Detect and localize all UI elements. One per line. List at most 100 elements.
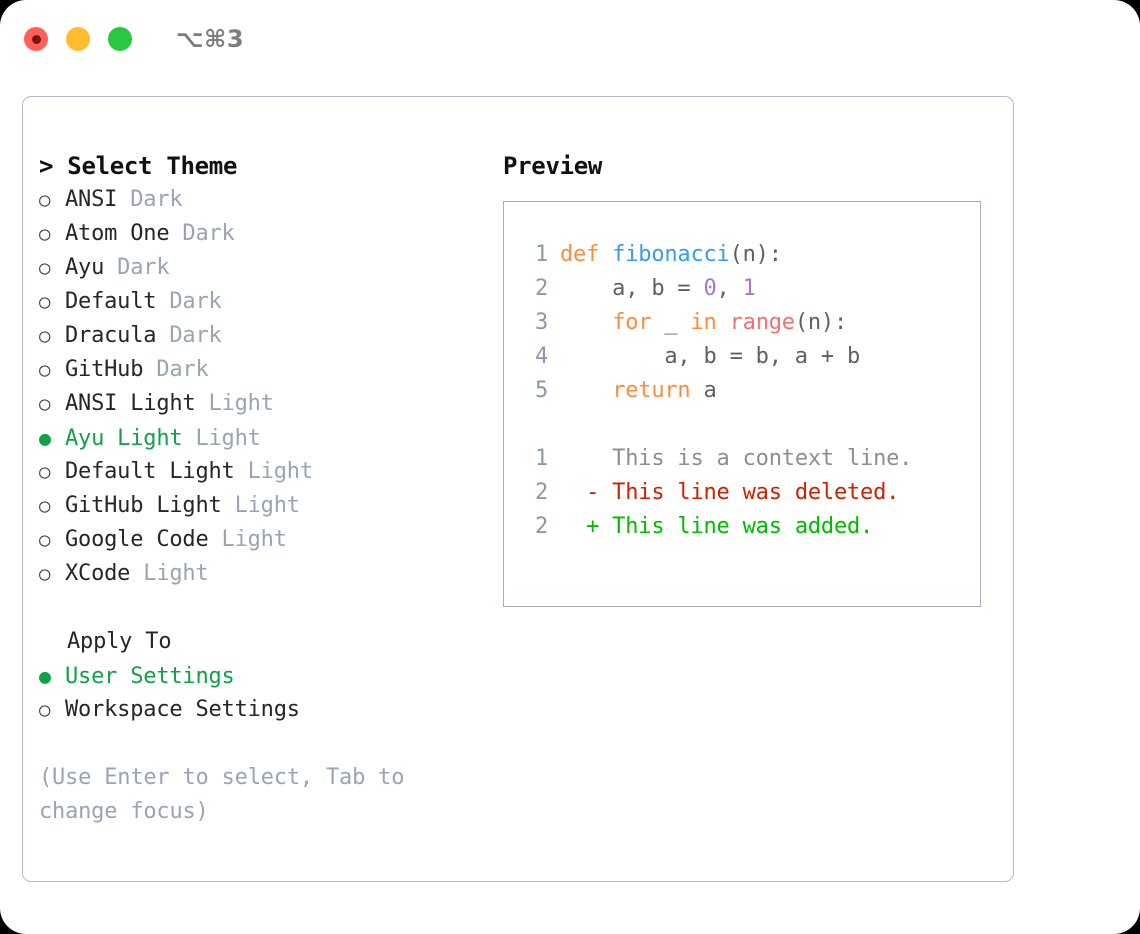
theme-list-item[interactable]: ○Ayu Dark: [39, 251, 489, 285]
theme-kind-label: Light: [208, 527, 287, 552]
theme-kind-label: Dark: [104, 255, 170, 280]
code-token: (n):: [794, 310, 848, 335]
diff-line-text: + This line was added.: [560, 510, 873, 544]
theme-name-label: ANSI: [65, 187, 118, 212]
theme-kind-label: Light: [234, 459, 313, 484]
code-token: ,: [716, 276, 743, 301]
radio-selected-icon[interactable]: ●: [39, 426, 51, 450]
code-line: 5 return a: [522, 374, 980, 408]
code-line: 4 a, b = b, a + b: [522, 340, 980, 374]
code-token: fibonacci: [612, 242, 730, 267]
theme-list-item[interactable]: ○Google Code Light: [39, 523, 489, 557]
theme-kind-label: Dark: [156, 323, 222, 348]
apply-to-option[interactable]: ● User Settings: [39, 659, 489, 693]
minimize-button-icon[interactable]: [66, 27, 90, 51]
theme-name-label: Dracula: [65, 323, 157, 348]
code-token: a: [690, 378, 717, 403]
theme-kind-label: Dark: [117, 187, 183, 212]
radio-unselected-icon[interactable]: ○: [39, 325, 51, 347]
close-button-icon[interactable]: [24, 27, 48, 51]
apply-to-options[interactable]: ● User Settings ○ Workspace Settings: [39, 659, 489, 727]
theme-name-label: Default Light: [65, 459, 235, 484]
theme-selector-panel: > Select Theme ○ANSI Dark○Atom One Dark○…: [22, 96, 1014, 882]
radio-unselected-icon[interactable]: ○: [39, 461, 51, 483]
code-token: [560, 378, 612, 403]
code-token: 1: [742, 276, 756, 301]
code-token: (n):: [729, 242, 782, 267]
code-token: def: [560, 242, 613, 267]
radio-unselected-icon[interactable]: ○: [39, 393, 51, 415]
keyboard-hint-text: (Use Enter to select, Tab to change focu…: [39, 765, 405, 824]
keyboard-shortcut-label: ⌥⌘3: [176, 25, 245, 53]
radio-unselected-icon[interactable]: ○: [39, 291, 51, 313]
code-line-number: 5: [534, 378, 548, 403]
theme-kind-label: Dark: [156, 289, 222, 314]
diff-line: 2 + This line was added.: [522, 510, 980, 544]
theme-list-column: > Select Theme ○ANSI Dark○Atom One Dark○…: [23, 97, 489, 881]
code-line-text: a, b = 0, 1: [560, 272, 756, 306]
radio-unselected-icon[interactable]: ○: [39, 257, 51, 279]
theme-name-label: Atom One: [65, 221, 170, 246]
diff-text: This line was added.: [599, 514, 874, 539]
code-token: a, b =: [560, 276, 704, 301]
theme-list[interactable]: ○ANSI Dark○Atom One Dark○Ayu Dark○Defaul…: [39, 183, 489, 591]
radio-unselected-icon[interactable]: ○: [39, 563, 51, 585]
diff-line-number: 1: [534, 446, 548, 471]
theme-list-item[interactable]: ○ Default Light Light: [39, 455, 489, 489]
maximize-button-icon[interactable]: [108, 27, 132, 51]
radio-selected-icon[interactable]: ●: [39, 664, 51, 688]
theme-list-item[interactable]: ○ Dracula Dark: [39, 319, 489, 353]
preview-spacer: [522, 408, 980, 442]
apply-to-section: Apply To ●User Settings○Workspace Settin…: [39, 625, 489, 727]
radio-unselected-icon[interactable]: ○: [39, 529, 51, 551]
theme-kind-label: Light: [182, 426, 261, 451]
theme-list-item[interactable]: ○XCode Light: [39, 557, 489, 591]
code-line-number: 1: [534, 242, 548, 267]
code-line-text: def fibonacci(n):: [560, 238, 782, 272]
theme-kind-label: Light: [195, 391, 274, 416]
recording-indicator-icon: [31, 34, 41, 44]
diff-line-number: 2: [534, 480, 548, 505]
title-bar: ⌥⌘3: [0, 0, 1140, 78]
radio-unselected-icon[interactable]: ○: [39, 495, 51, 517]
theme-list-item[interactable]: ○ Default Dark: [39, 285, 489, 319]
theme-name-label: Ayu Light: [65, 426, 183, 451]
apply-to-label: Workspace Settings: [65, 697, 300, 722]
code-line-text: return a: [560, 374, 717, 408]
code-line: 2 a, b = 0, 1: [522, 272, 980, 306]
diff-text: This is a context line.: [599, 446, 913, 471]
theme-name-label: Default: [65, 289, 157, 314]
theme-list-item[interactable]: ○ ANSI Dark: [39, 183, 489, 217]
code-token: for: [612, 310, 652, 335]
code-line-text: for _ in range(n):: [560, 306, 847, 340]
diff-marker: -: [560, 480, 600, 505]
theme-name-label: GitHub: [65, 357, 144, 382]
radio-unselected-icon[interactable]: ○: [39, 189, 51, 211]
theme-list-item[interactable]: ○GitHub Dark: [39, 353, 489, 387]
diff-line-number: 2: [534, 514, 548, 539]
theme-name-label: XCode: [65, 561, 131, 586]
theme-list-item[interactable]: ○ ANSI Light Light: [39, 387, 489, 421]
apply-to-label: User Settings: [65, 664, 235, 689]
diff-marker: [560, 446, 599, 471]
apply-to-option[interactable]: ○ Workspace Settings: [39, 693, 489, 727]
radio-unselected-icon[interactable]: ○: [39, 359, 51, 381]
code-line-number: 4: [534, 344, 548, 369]
preview-header: Preview: [503, 152, 603, 180]
radio-unselected-icon[interactable]: ○: [39, 223, 51, 245]
theme-list-item[interactable]: ● Ayu Light Light: [39, 421, 489, 455]
diff-line: 1 This is a context line.: [522, 442, 980, 476]
code-token: a, b = b, a + b: [560, 344, 861, 369]
theme-list-item[interactable]: ○GitHub Light Light: [39, 489, 489, 523]
code-line-number: 3: [534, 310, 548, 335]
select-theme-header: > Select Theme: [39, 152, 238, 180]
code-token: [717, 310, 730, 335]
theme-list-item[interactable]: ○Atom One Dark: [39, 217, 489, 251]
diff-preview: 1 This is a context line. 2 - This line w…: [522, 442, 980, 544]
theme-name-label: ANSI Light: [65, 391, 196, 416]
radio-unselected-icon[interactable]: ○: [39, 699, 51, 721]
diff-text: This line was deleted.: [599, 480, 900, 505]
